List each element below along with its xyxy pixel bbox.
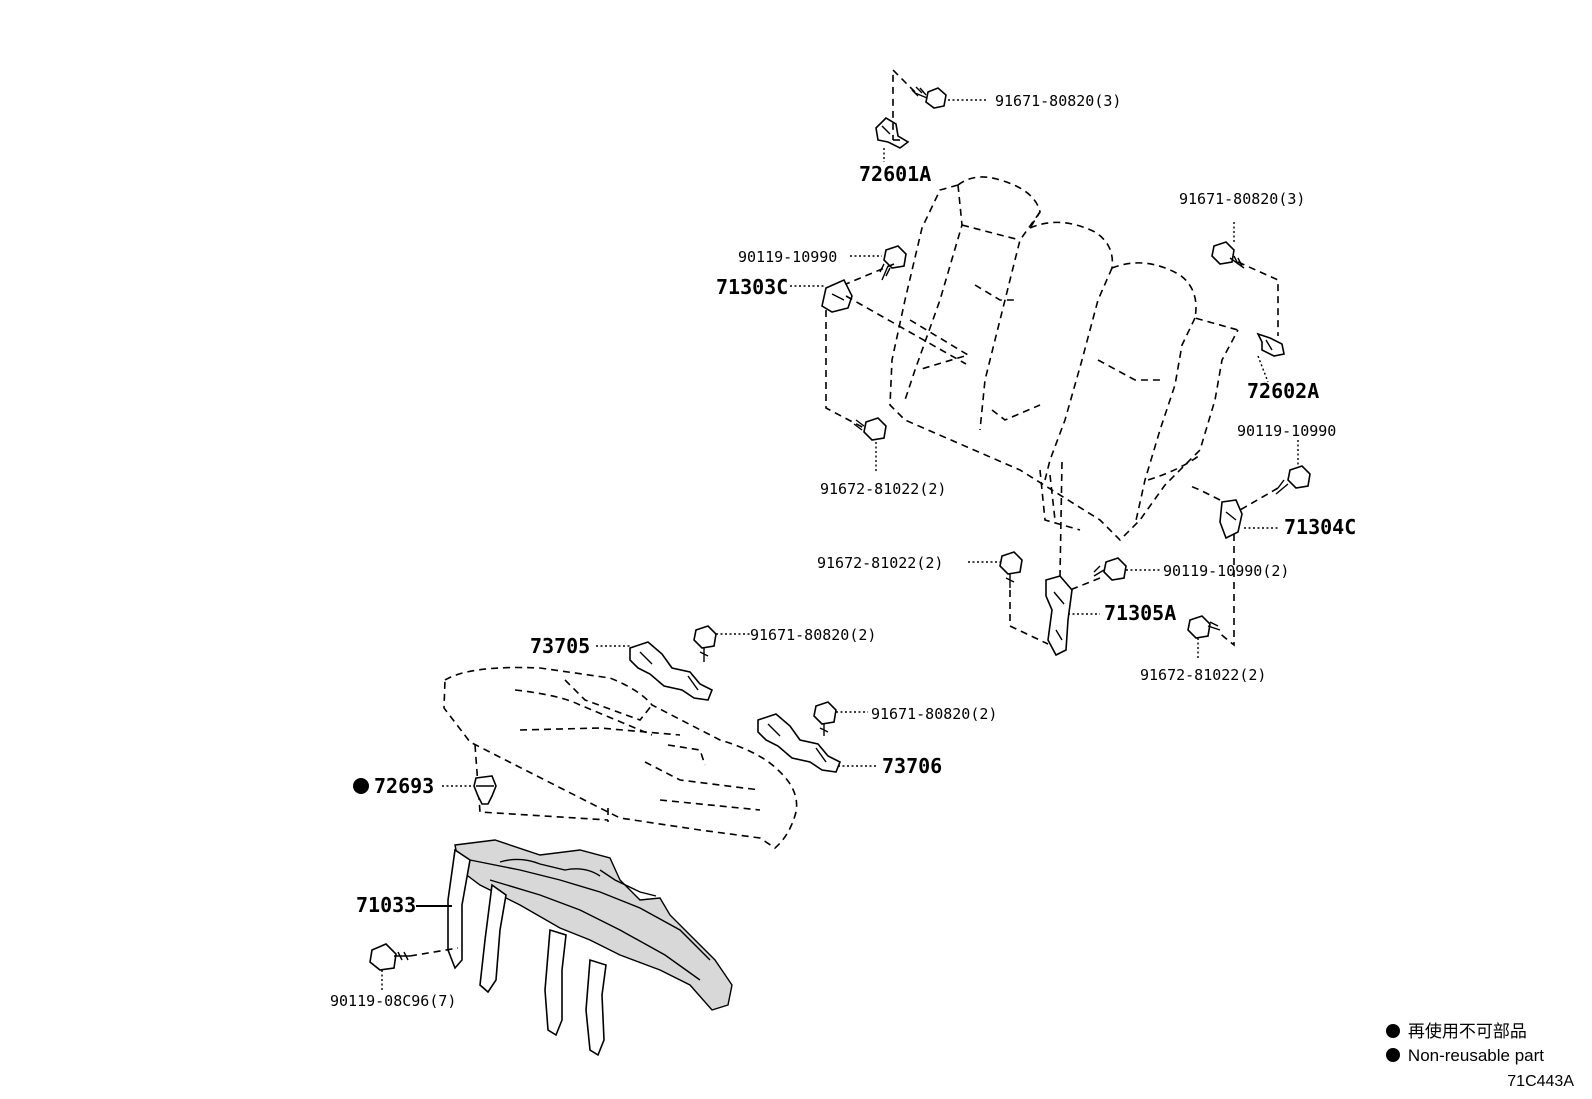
bolt-90119-10990-right [1275, 465, 1311, 495]
label-71305A: 71305A [1104, 601, 1176, 625]
label-71304C: 71304C [1284, 515, 1356, 539]
bullet-icon [1385, 1024, 1400, 1038]
bolt-91671-80820-top [911, 86, 947, 109]
label-91671-80820-3-right: 91671-80820(3) [1179, 190, 1305, 208]
seat-back-outline [889, 176, 1239, 542]
label-73705: 73705 [530, 634, 590, 658]
label-91672-81022-2-b: 91672-81022(2) [817, 554, 943, 572]
label-91671-80820-2-b: 91671-80820(2) [871, 705, 997, 723]
label-90119-08C96-7: 90119-08C96(7) [330, 992, 456, 1010]
bolt-90119-08C96 [369, 943, 410, 971]
seat-frame-71033 [447, 839, 733, 1057]
label-71303C: 71303C [716, 275, 788, 299]
bolt-91672-81022-c [1187, 615, 1221, 639]
bullet-icon [1385, 1048, 1400, 1062]
label-91671-80820-2-a: 91671-80820(2) [750, 626, 876, 644]
assembly-lines [409, 68, 1279, 957]
label-72601A: 72601A [859, 162, 931, 186]
label-90119-10990-right: 90119-10990 [1237, 422, 1336, 440]
label-72693: 72693 [374, 774, 434, 798]
legend: 再使用不可部品 Non-reusable part [1385, 1020, 1544, 1068]
bracket-72601A [875, 116, 910, 149]
label-91672-81022-2-a: 91672-81022(2) [820, 480, 946, 498]
legend-text-en: Non-reusable part [1407, 1046, 1544, 1065]
bolt-91672-81022-a [853, 417, 887, 441]
clip-72693 [473, 775, 497, 805]
label-91672-81022-2-c: 91672-81022(2) [1140, 666, 1266, 684]
label-71033: 71033 [356, 893, 416, 917]
label-90119-10990-2: 90119-10990(2) [1163, 562, 1289, 580]
non-reusable-bullet-icon [353, 778, 369, 794]
bracket-71304C [1219, 499, 1243, 540]
bolt-90119-10990-left [879, 245, 907, 281]
bolt-91671-80820-right [1211, 241, 1245, 269]
label-73706: 73706 [882, 754, 942, 778]
label-91671-80820-3-top: 91671-80820(3) [995, 92, 1121, 110]
seat-cushion-outline [443, 666, 798, 850]
figure-number: 71C443A [1507, 1073, 1574, 1090]
bracket-71303C [821, 278, 853, 313]
leader-lines [381, 99, 1299, 990]
label-72602A: 72602A [1247, 379, 1319, 403]
bolt-91671-80820-2-b [813, 701, 837, 736]
bolt-90119-10990-2 [1093, 557, 1127, 581]
legend-row-jp: 再使用不可部品 [1385, 1020, 1544, 1044]
legend-row-en: Non-reusable part [1385, 1044, 1544, 1068]
bracket-73705 [629, 641, 714, 701]
bracket-71305A [1045, 575, 1073, 657]
legend-text-jp: 再使用不可部品 [1407, 1022, 1527, 1041]
label-90119-10990-left: 90119-10990 [738, 248, 837, 266]
bracket-73706 [757, 713, 842, 773]
bolt-91671-80820-2-a [693, 625, 717, 662]
bracket-72602A [1256, 332, 1285, 357]
bolt-91672-81022-b [999, 551, 1023, 588]
